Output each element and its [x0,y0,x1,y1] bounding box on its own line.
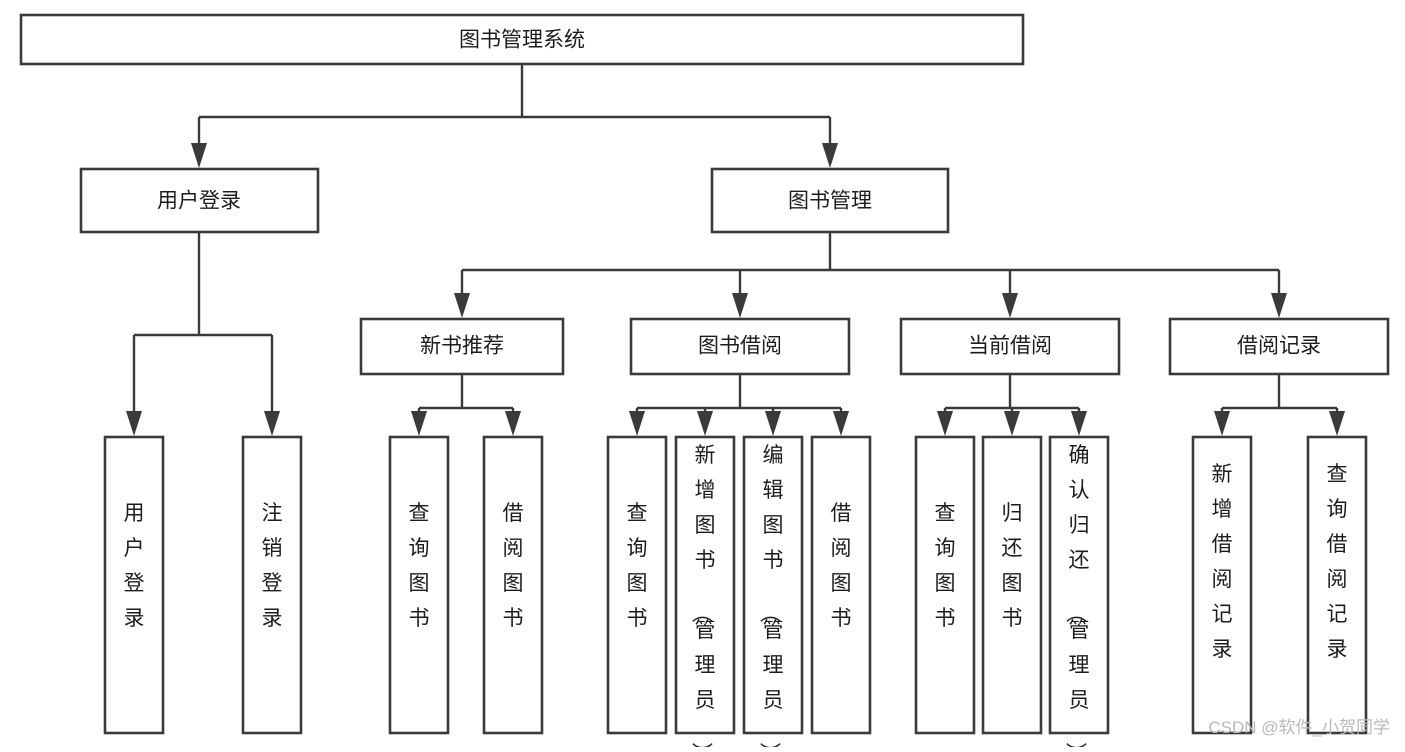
arrow-book-borrow [732,293,748,318]
node-root-system[interactable]: 图书管理系统 [19,13,1025,66]
connector-group-user-login [126,232,280,436]
connector-group-new-book-recommend [411,374,521,436]
leaf-user-login-box[interactable] [103,435,165,735]
leaf-query-book-1-label: 查询图书 [409,502,430,630]
node-borrow-record-box[interactable] [1168,317,1390,376]
arrow-new-book-recommend [454,293,470,318]
leaf-borrow-book-2-label: 借阅图书 [831,502,852,630]
leaf-add-record-label: 新增借阅记录 [1212,463,1233,661]
leaf-borrow-book-2-box[interactable] [810,435,872,735]
arrow-user-login [191,143,207,168]
node-book-borrow-box[interactable] [629,317,851,376]
arrow-leaf-query-record [1329,411,1345,436]
node-user-login-label: 用户登录 [157,190,241,213]
arrow-leaf-query-book-1 [411,411,427,436]
leaf-query-record-label: 查询借阅记录 [1327,463,1348,661]
node-user-login-box[interactable] [79,167,320,234]
node-user-login[interactable]: 用户登录 [79,167,320,234]
node-book-borrow[interactable]: 图书借阅 [629,317,851,376]
node-book-management-box[interactable] [710,167,950,234]
leaf-add-book-label: 新增图书（管理员） [690,444,716,747]
arrow-leaf-borrow-book-1 [505,411,521,436]
connector-group-root [191,64,838,168]
arrow-leaf-edit-book [765,411,781,436]
leaf-edit-book[interactable]: 编辑图书（管理员） [742,435,804,752]
node-book-management[interactable]: 图书管理 [710,167,950,234]
arrow-leaf-user-login [126,411,142,436]
leaf-borrow-book-2[interactable]: 借阅图书 [810,435,872,735]
node-root-system-label: 图书管理系统 [459,29,585,52]
leaf-query-book-1[interactable]: 查询图书 [388,435,450,735]
leaf-borrow-book-1[interactable]: 借阅图书 [482,435,544,735]
leaf-add-book-box[interactable] [674,435,736,735]
node-book-management-label: 图书管理 [788,190,872,213]
leaf-borrow-book-1-box[interactable] [482,435,544,735]
leaf-edit-book-box[interactable] [742,435,804,735]
arrow-leaf-add-record [1214,411,1230,436]
node-current-borrow[interactable]: 当前借阅 [899,317,1121,376]
node-new-book-recommend[interactable]: 新书推荐 [359,317,565,376]
node-root-system-box[interactable] [19,13,1025,66]
leaf-user-logout-label: 注销登录 [262,502,283,630]
connector-group-book-borrow [629,374,849,436]
leaf-user-logout[interactable]: 注销登录 [241,435,303,735]
node-book-borrow-label: 图书借阅 [698,335,782,358]
leaf-query-book-3[interactable]: 查询图书 [914,435,976,735]
leaf-query-record-box[interactable] [1306,435,1368,735]
connector-group-book-management [454,232,1287,318]
leaf-query-book-2[interactable]: 查询图书 [606,435,668,735]
leaf-user-login-label: 用户登录 [124,502,145,630]
connector-group-borrow-record [1214,374,1345,436]
leaf-add-record[interactable]: 新增借阅记录 [1191,435,1253,735]
leaf-return-book-label: 归还图书 [1002,502,1023,630]
arrow-leaf-return-book [1004,411,1020,436]
node-current-borrow-label: 当前借阅 [968,335,1052,358]
leaf-add-book[interactable]: 新增图书（管理员） [674,435,736,752]
leaf-query-record[interactable]: 查询借阅记录 [1306,435,1368,735]
leaf-user-login[interactable]: 用户登录 [103,435,165,735]
arrow-borrow-record [1271,293,1287,318]
leaf-confirm-return[interactable]: 确认归还（管理员） [1048,435,1110,752]
leaf-add-record-box[interactable] [1191,435,1253,735]
leaf-edit-book-label: 编辑图书（管理员） [758,444,784,747]
arrow-current-borrow [1002,293,1018,318]
node-new-book-recommend-box[interactable] [359,317,565,376]
arrow-leaf-borrow-book-2 [833,411,849,436]
leaf-confirm-return-box[interactable] [1048,435,1110,735]
arrow-book-management [822,143,838,168]
connector-group-current-borrow [937,374,1087,436]
node-borrow-record[interactable]: 借阅记录 [1168,317,1390,376]
node-current-borrow-box[interactable] [899,317,1121,376]
arrow-leaf-confirm-return [1071,411,1087,436]
leaf-query-book-2-box[interactable] [606,435,668,735]
leaf-return-book-box[interactable] [981,435,1043,735]
leaf-query-book-1-box[interactable] [388,435,450,735]
arrow-leaf-query-book-2 [629,411,645,436]
csdn-watermark: CSDN @软件_小贺同学 [1208,718,1390,737]
arrow-leaf-user-logout [264,411,280,436]
arrow-leaf-add-book [697,411,713,436]
arrow-leaf-query-book-3 [937,411,953,436]
leaf-query-book-2-label: 查询图书 [627,502,648,630]
node-borrow-record-label: 借阅记录 [1237,335,1321,358]
leaf-user-logout-box[interactable] [241,435,303,735]
leaf-query-book-3-box[interactable] [914,435,976,735]
leaf-borrow-book-1-label: 借阅图书 [503,502,524,630]
node-new-book-recommend-label: 新书推荐 [420,335,504,358]
leaf-return-book[interactable]: 归还图书 [981,435,1043,735]
leaf-query-book-3-label: 查询图书 [935,502,956,630]
